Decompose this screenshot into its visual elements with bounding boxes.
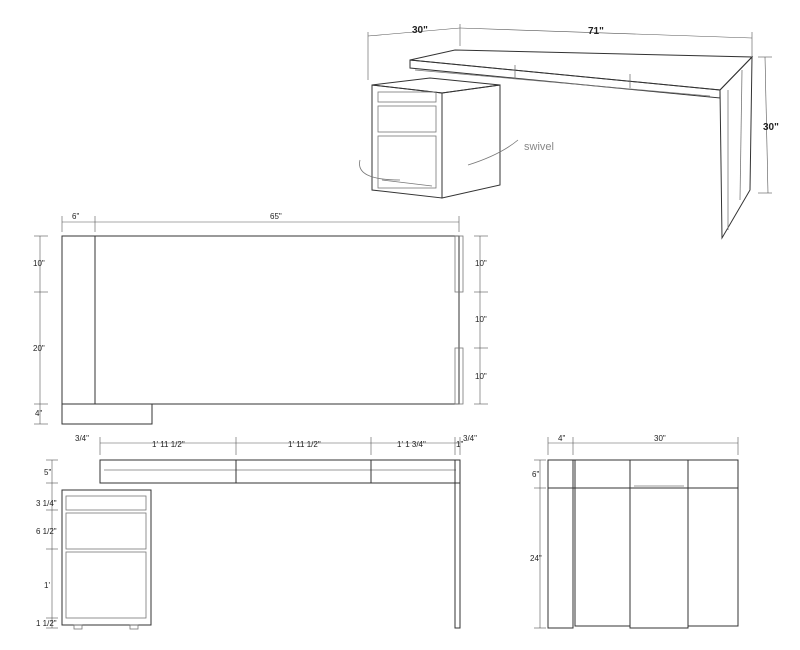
front-left-small-label: 3/4" xyxy=(75,434,89,443)
top-right-a-label: 10" xyxy=(475,259,487,268)
top-left-width-label: 6" xyxy=(72,212,79,221)
front-v4-label: 1' xyxy=(44,581,50,590)
top-left-b-label: 20" xyxy=(33,344,45,353)
side-v1-label: 6" xyxy=(532,470,539,479)
front-seg3-label: 1' 1 3/4" xyxy=(397,440,426,449)
front-right-small-label: 3/4" xyxy=(463,434,477,443)
top-view: 6" 65" 10" 20" 4" 10" 10" 10" xyxy=(33,212,488,425)
front-v2-label: 3 1/4" xyxy=(36,499,57,508)
front-v5-label: 1 1/2" xyxy=(36,619,57,628)
front-seg1-label: 1' 11 1/2" xyxy=(152,440,185,449)
top-length-label: 65" xyxy=(270,212,282,221)
side-view: 4" 30" 6" 24" xyxy=(530,434,739,629)
front-v3-label: 6 1/2" xyxy=(36,527,57,536)
front-view: 3/4" 1' 11 1/2" 1' 11 1/2" 1' 1 3/4" 3/4… xyxy=(36,434,477,630)
iso-depth-label: 30" xyxy=(412,25,428,36)
top-right-b-label: 10" xyxy=(475,315,487,324)
side-top-depth-label: 30" xyxy=(654,434,666,443)
top-left-c-label: 4" xyxy=(35,409,42,418)
isometric-view: 30" 71" 30" swivel xyxy=(359,24,779,240)
front-v1-label: 5" xyxy=(44,468,51,477)
front-seg2-label: 1' 11 1/2" xyxy=(288,440,321,449)
iso-height-label: 30" xyxy=(763,122,779,133)
side-v2-label: 24" xyxy=(530,554,542,563)
front-right-leg-label: 1" xyxy=(456,440,463,449)
top-left-a-label: 10" xyxy=(33,259,45,268)
iso-length-label: 71" xyxy=(588,26,604,37)
swivel-label: swivel xyxy=(524,141,554,153)
top-right-c-label: 10" xyxy=(475,372,487,381)
side-top-small-label: 4" xyxy=(558,434,565,443)
